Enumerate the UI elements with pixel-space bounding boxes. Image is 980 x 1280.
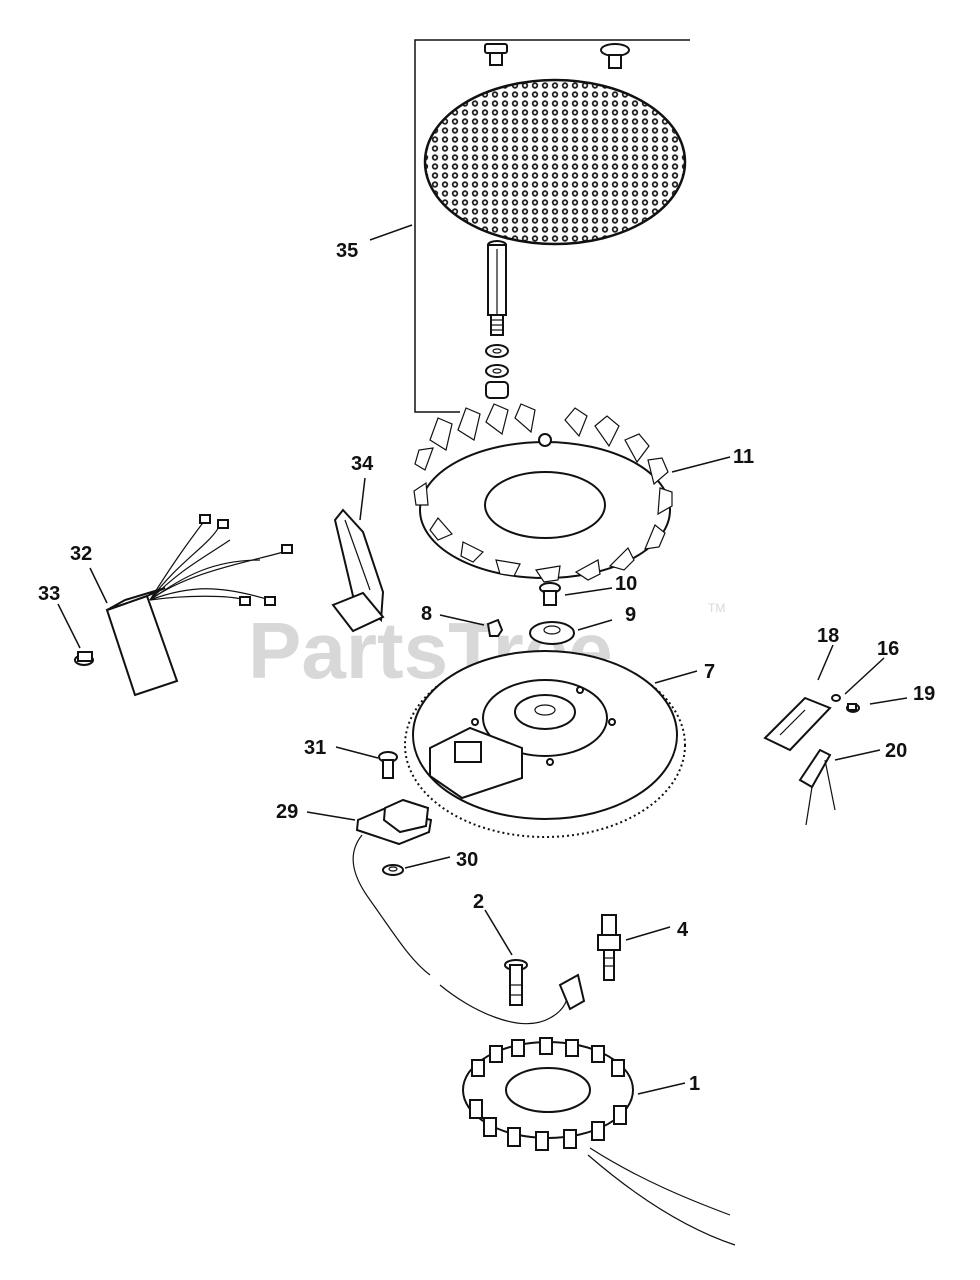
regulator-washer xyxy=(831,694,841,702)
callout-31: 31 xyxy=(304,737,326,759)
callout-16: 16 xyxy=(877,638,899,660)
callout-1: 1 xyxy=(689,1073,700,1095)
callout-7: 7 xyxy=(704,661,715,683)
leader-lines xyxy=(57,224,908,1095)
callout-34: 34 xyxy=(351,453,374,475)
screen-screw-right xyxy=(600,43,630,69)
callout-32: 32 xyxy=(70,543,92,565)
cooling-fan xyxy=(413,403,673,583)
ignition-module xyxy=(352,798,586,1025)
callout-10: 10 xyxy=(615,573,637,595)
fan-screw xyxy=(539,582,561,606)
flywheel-key xyxy=(486,618,504,637)
rectifier-module xyxy=(105,514,293,697)
callout-labels: 35 11 34 32 33 10 8 9 7 18 16 19 20 31 2… xyxy=(38,240,935,1095)
callout-9: 9 xyxy=(625,604,636,626)
callout-2: 2 xyxy=(473,891,484,913)
callout-19: 19 xyxy=(913,683,935,705)
ignition-washer xyxy=(382,864,404,876)
regulator-clip xyxy=(798,748,836,826)
callout-4: 4 xyxy=(677,919,689,941)
callout-29: 29 xyxy=(276,801,298,823)
stator-screw xyxy=(504,959,528,1006)
callout-8: 8 xyxy=(421,603,432,625)
rectifier-screw xyxy=(74,651,94,666)
callout-20: 20 xyxy=(885,740,907,762)
screen-standoff xyxy=(487,240,507,336)
stator xyxy=(462,1037,736,1246)
callout-11: 11 xyxy=(733,446,754,468)
mounting-bracket xyxy=(331,508,385,633)
washer-stack xyxy=(485,344,509,399)
screen-screw-left xyxy=(484,43,508,66)
flywheel xyxy=(404,650,686,838)
callout-35: 35 xyxy=(336,240,358,262)
spark-plug xyxy=(597,914,621,981)
callout-18: 18 xyxy=(817,625,839,647)
callout-30: 30 xyxy=(456,849,478,871)
watermark-trademark: TM xyxy=(708,601,725,615)
regulator-screw xyxy=(846,703,860,713)
assembly-35-bracket xyxy=(414,39,690,413)
fan-washer xyxy=(529,621,575,645)
regulator-plate xyxy=(763,696,832,752)
callout-33: 33 xyxy=(38,583,60,605)
debris-screen xyxy=(423,78,687,246)
flywheel-screw xyxy=(378,751,398,779)
